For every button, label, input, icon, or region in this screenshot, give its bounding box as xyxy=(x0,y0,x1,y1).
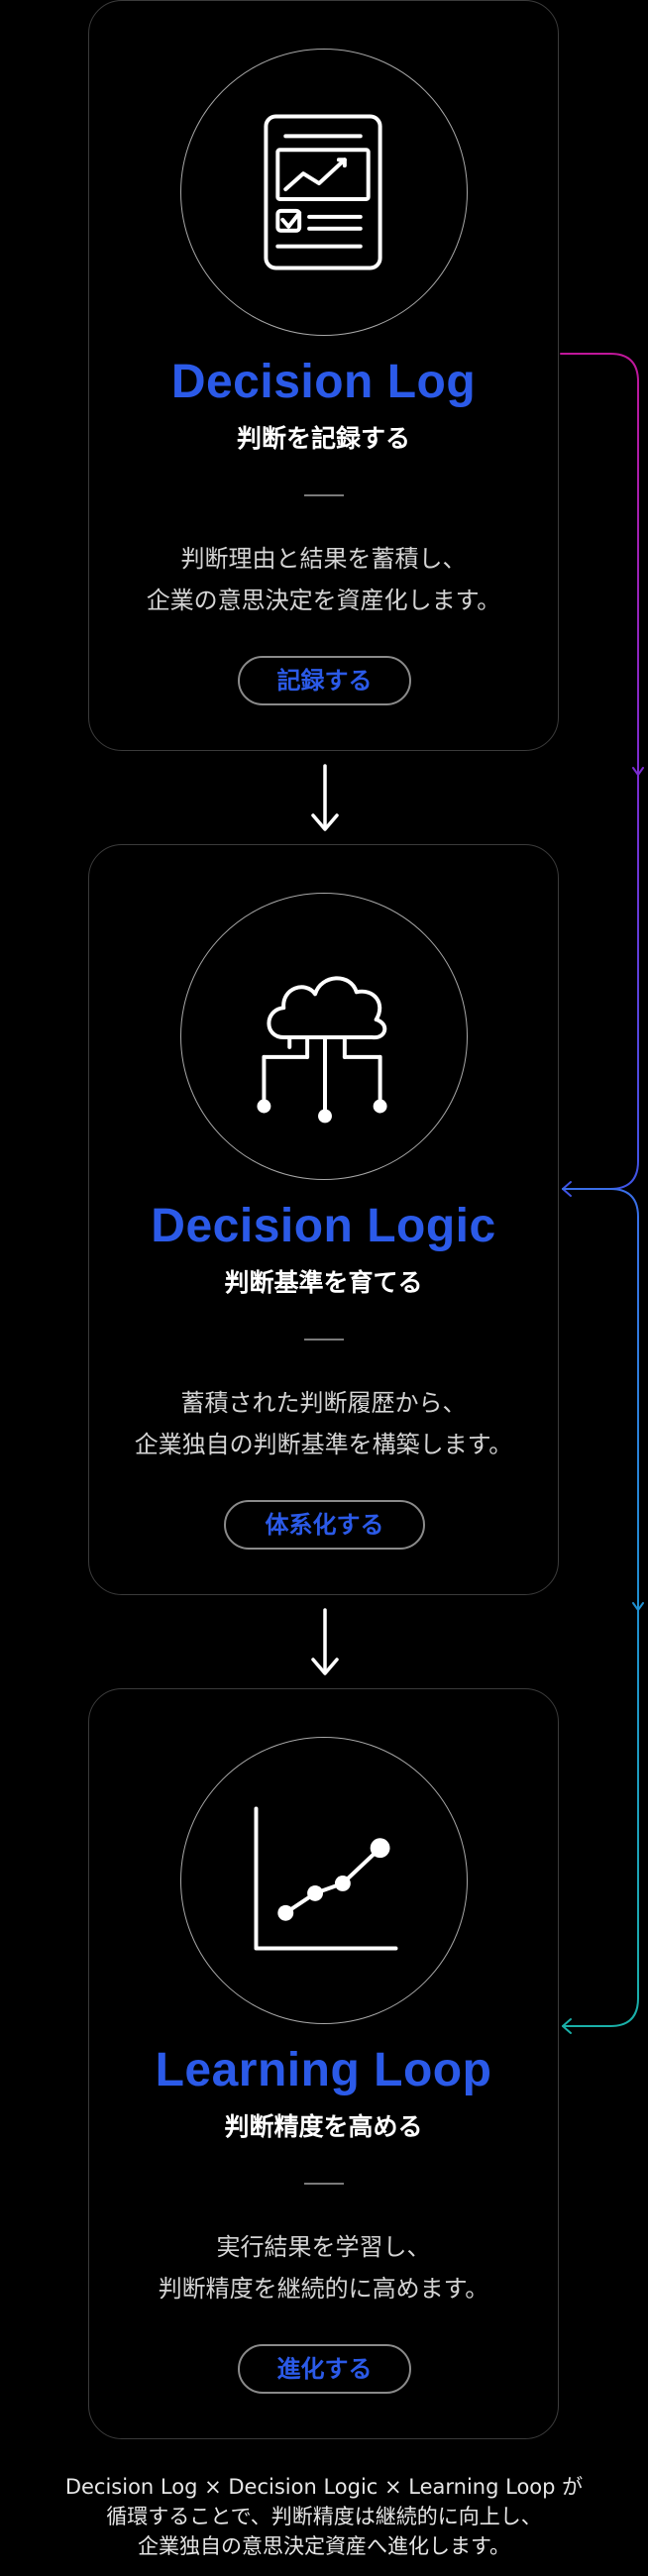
step-title: Learning Loop xyxy=(155,2044,492,2096)
step-subtitle: 判断基準を育てる xyxy=(224,1268,423,1297)
step-icon-circle xyxy=(180,49,468,336)
step-card-learning-loop: Learning Loop 判断精度を高める 実行結果を学習し、 判断精度を継続… xyxy=(88,1688,559,2439)
report-chart-icon xyxy=(264,114,382,270)
step-card-decision-logic: Decision Logic 判断基準を育てる 蓄積された判断履歴から、 企業独… xyxy=(88,844,559,1595)
cloud-network-icon xyxy=(257,976,387,1124)
description-line: 判断理由と結果を蓄積し、 xyxy=(180,545,467,573)
step-description: 蓄積された判断履歴から、 企業独自の判断基準を構築します。 xyxy=(89,1382,558,1465)
step-title: Decision Log xyxy=(170,356,477,408)
divider xyxy=(304,494,344,496)
divider xyxy=(304,1339,344,1341)
step-icon-circle xyxy=(180,893,468,1180)
description-line: 実行結果を学習し、 xyxy=(216,2233,431,2261)
description-line: 蓄積された判断履歴から、 xyxy=(180,1389,467,1417)
description-line: 企業独自の判断基準を構築します。 xyxy=(134,1431,513,1458)
systematize-button[interactable]: 体系化する xyxy=(224,1500,425,1550)
evolve-button[interactable]: 進化する xyxy=(238,2344,411,2394)
growth-line-chart-icon xyxy=(254,1806,398,1951)
record-button[interactable]: 記録する xyxy=(238,656,411,705)
step-description: 実行結果を学習し、 判断精度を継続的に高めます。 xyxy=(89,2226,558,2309)
footer-line: 循環することで、判断精度は継続的に向上し、 xyxy=(106,2505,542,2528)
step-title: Decision Logic xyxy=(151,1200,496,1252)
divider xyxy=(304,2183,344,2185)
footer-summary: Decision Log × Decision Logic × Learning… xyxy=(0,2472,648,2561)
step-icon-circle xyxy=(180,1737,468,2024)
step-card-decision-log: Decision Log 判断を記録する 判断理由と結果を蓄積し、 企業の意思決… xyxy=(88,0,559,751)
footer-line: Decision Log × Decision Logic × Learning… xyxy=(64,2475,584,2499)
step-subtitle: 判断精度を高める xyxy=(224,2112,423,2141)
description-line: 企業の意思決定を資産化します。 xyxy=(146,587,501,614)
description-line: 判断精度を継続的に高めます。 xyxy=(158,2275,489,2303)
footer-line: 企業独自の意思決定資産へ進化します。 xyxy=(138,2534,510,2558)
step-subtitle: 判断を記録する xyxy=(236,424,410,453)
arrow-down-icon xyxy=(311,1608,339,1675)
arrow-down-icon xyxy=(311,764,339,831)
step-description: 判断理由と結果を蓄積し、 企業の意思決定を資産化します。 xyxy=(89,538,558,621)
